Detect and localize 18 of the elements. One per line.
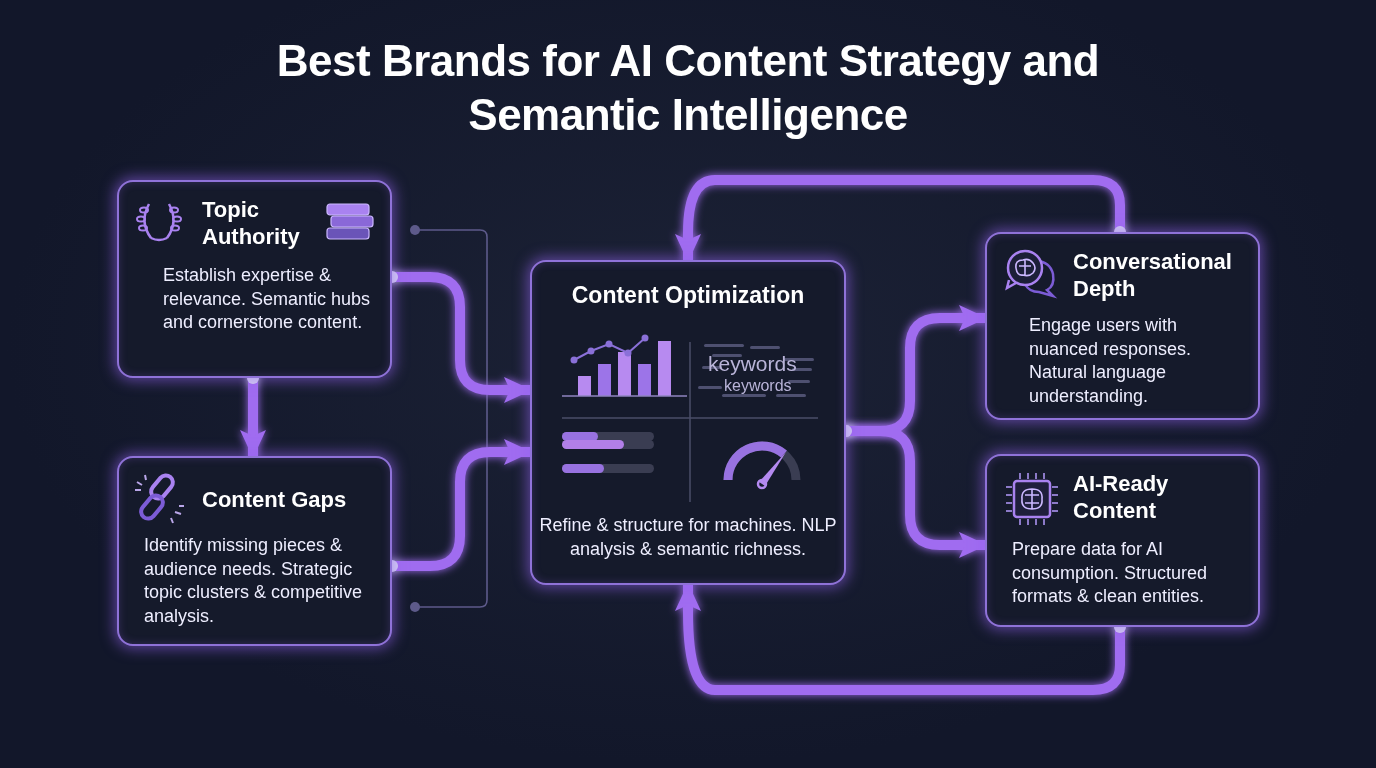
- process-box: [985, 454, 1260, 627]
- box-description: Refine & structure for machines. NLP analysis & semantic richness.: [538, 514, 838, 561]
- box-title: Topic Authority: [202, 196, 301, 250]
- box-title: Conversational Depth: [1073, 248, 1233, 302]
- box-title: AI-Ready Content: [1073, 470, 1170, 524]
- process-box: [117, 456, 392, 646]
- box-title: Content Optimization: [570, 282, 806, 309]
- process-box: [117, 180, 392, 378]
- process-box: [985, 232, 1260, 420]
- box-description: Identify missing pieces & audience needs. Strategic topic clusters & competitive analysis.: [144, 534, 364, 628]
- box-description: Prepare data for AI consumption. Structured formats & clean entities.: [1012, 538, 1209, 608]
- box-description: Engage users with nuanced responses. Natural language understanding.: [1029, 314, 1193, 408]
- process-box: [530, 260, 846, 585]
- word-cloud-word: keywords: [724, 376, 792, 396]
- box-title: Content Gaps: [202, 486, 348, 513]
- box-description: Establish expertise & relevance. Semantic hubs and cornerstone content.: [163, 264, 372, 334]
- word-cloud-word: keywords: [708, 354, 797, 374]
- title: Best Brands for AI Content Strategy and Semantic Intelligence: [275, 35, 1101, 141]
